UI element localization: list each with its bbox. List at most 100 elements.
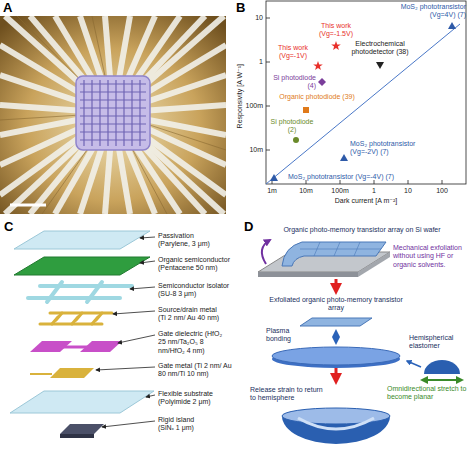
layer-label: Organic semiconductor (Pentacene 50 nm): [158, 256, 238, 273]
transistor-array: [80, 91, 146, 92]
tick-label: 10: [243, 14, 263, 22]
leader-line: [113, 311, 155, 314]
planar-elastomer: [272, 347, 400, 365]
hemispherical-array: [282, 408, 390, 424]
data-label: MoS₂ phototransistor (Vg=4V) (7): [390, 3, 466, 20]
layer-label: Rigid island (SiNₓ 1 μm): [158, 416, 210, 433]
layer-stack: [28, 282, 132, 302]
tick-label: 100: [430, 187, 454, 195]
step-arrow: [335, 368, 338, 379]
layer-stack: [60, 424, 104, 434]
transistor-array: [80, 99, 146, 100]
hemisphere-elastomer: [424, 360, 460, 374]
transistor-array: [115, 80, 116, 146]
leader-line: [146, 395, 155, 397]
transistor-array: [83, 80, 84, 146]
layer-stack: [60, 434, 94, 438]
chart-frame: [266, 106, 270, 107]
device-photo: [0, 16, 226, 214]
data-label: Electrochemical photodetector (38): [348, 40, 412, 57]
transistor-array: [80, 107, 146, 108]
device-photo: [0, 16, 226, 214]
peeling-array: [300, 242, 381, 256]
layer-stack: [40, 284, 132, 288]
trend-line: [266, 24, 460, 184]
step-label: Plasma bonding: [266, 327, 302, 344]
chart-frame: [266, 18, 270, 19]
chart-frame: [408, 180, 409, 184]
tick-label: 1: [362, 187, 386, 195]
layer-stack: [14, 257, 150, 275]
tick-label: 10m: [243, 146, 263, 154]
exfoliated-sheet: [300, 318, 372, 326]
axis-title: Responsivity [A W⁻¹]: [236, 46, 244, 146]
chart-frame: [374, 180, 375, 184]
chart-frame: [266, 150, 270, 151]
panel-letter: D: [244, 219, 264, 235]
stretch-arrow: [422, 379, 462, 381]
tick-label: 10: [396, 187, 420, 195]
chart-frame: [442, 180, 443, 184]
electrode-ribbon: [0, 16, 226, 214]
stretch-arrow: [407, 361, 421, 367]
chart-frame: [266, 1, 466, 184]
data-label: Si photodiode (4): [266, 74, 316, 91]
step-label: Hemispherical elastomer: [409, 334, 471, 351]
step-label: Release strain to return to hemisphere: [250, 386, 328, 403]
exfoliated-sheet: [300, 318, 372, 326]
transistor-array: [80, 131, 146, 132]
bonding-arrow: [335, 331, 337, 343]
peeling-array: [282, 242, 386, 266]
leader-line: [96, 237, 155, 427]
transistor-array: [80, 80, 146, 146]
data-label: This work (Vg=-1V): [272, 44, 314, 61]
transistor-array: [91, 80, 92, 146]
planar-elastomer: [272, 347, 400, 368]
tick-label: 100m: [328, 187, 352, 195]
transistor-array: [80, 139, 146, 140]
data-marker: [303, 107, 309, 113]
leader-line: [96, 367, 155, 370]
panel-letter: B: [236, 0, 256, 16]
layer-stack: [30, 373, 52, 375]
scale-bar: [10, 204, 46, 207]
axis-title: Dark current [A m⁻²]: [306, 197, 426, 205]
layer-label: Passivation (Parylene, 3 μm): [158, 232, 222, 249]
transistor-array: [76, 76, 150, 150]
stripe-shadow: [0, 16, 226, 214]
tick-label: 1: [243, 58, 263, 66]
layer-label: Source/drain metal (Ti 2 nm/ Au 40 nm): [158, 306, 226, 323]
data-marker: [318, 78, 326, 86]
data-label: Si photodiode (2): [268, 118, 316, 135]
leader-line: [130, 287, 155, 289]
transistor-array: [131, 80, 132, 146]
data-marker: [448, 22, 456, 29]
peeling-array: [300, 249, 381, 250]
layer-stack: [87, 282, 102, 302]
leader-line: [140, 261, 155, 263]
layer-stack: [14, 231, 150, 249]
transistor-array: [80, 115, 146, 116]
chart-frame: [266, 1, 466, 184]
chart-frame: [306, 180, 307, 184]
layer-stack: [72, 317, 78, 324]
layer-label: Gate dielectric (HfO₂ 25 nm/Ta₂O₅ 8 nm/H…: [158, 330, 230, 355]
transistor-array: [76, 76, 150, 150]
si-wafer: [258, 272, 358, 277]
data-marker: [270, 22, 456, 181]
leader-line: [140, 237, 155, 238]
data-label: MoS₂ phototransistor (Vg=-4V) (7): [288, 173, 408, 181]
data-marker: [331, 41, 341, 50]
leader-line: [102, 421, 155, 427]
data-label: MoS₂ phototransistor (Vg=-2V) (7): [350, 140, 430, 157]
leader-line: [118, 335, 155, 343]
exfoliation-arrow: [262, 240, 270, 264]
step-label: Organic photo-memory transistor array on…: [262, 226, 462, 234]
step-label: Omnidirectional stretch to become planar: [387, 385, 471, 402]
layer-stack: [10, 391, 154, 413]
data-label: This work (Vg=-1.5V): [312, 22, 360, 39]
transistor-array: [80, 83, 146, 84]
peeling-array: [282, 242, 386, 266]
chart-frame: [266, 62, 270, 63]
